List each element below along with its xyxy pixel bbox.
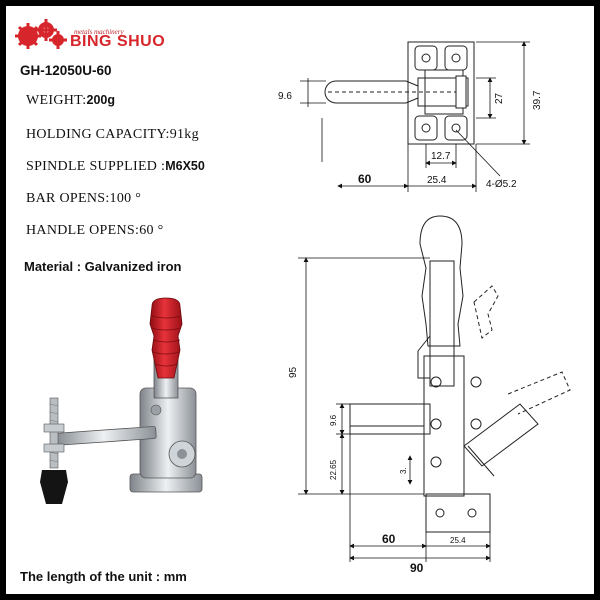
top-dim-holes: 4-Ø5.2 — [486, 179, 517, 190]
model-number: GH-12050U-60 — [20, 63, 112, 78]
side-dim-60: 60 — [382, 532, 396, 546]
top-view-dimensions — [300, 41, 530, 192]
top-view-drawing — [324, 41, 475, 145]
side-dim-95: 95 — [288, 366, 299, 378]
spec-spindle-label: SPINDLE SUPPLIED : — [26, 159, 166, 174]
gear-logo-icon — [15, 19, 67, 49]
spec-spindle: SPINDLE SUPPLIED :M6X50 — [26, 159, 205, 175]
spec-handle: HANDLE OPENS:60 ° — [26, 223, 164, 239]
top-dim-25-4: 25.4 — [427, 175, 447, 186]
spec-handle-value: 60 ° — [139, 223, 164, 238]
side-dim-22-65: 22.65 — [329, 459, 338, 480]
brand-tagline: metals machinery — [74, 28, 124, 36]
spec-weight-label: WEIGHT: — [26, 93, 87, 108]
spec-holding-label: HOLDING CAPACITY: — [26, 127, 170, 142]
top-dim-9-6: 9.6 — [278, 91, 292, 102]
side-view-dimensions — [298, 257, 491, 562]
spec-weight-value: 200g — [86, 93, 116, 107]
side-dim-90: 90 — [410, 561, 424, 575]
top-dim-12-7: 12.7 — [431, 151, 451, 162]
top-dim-27: 27 — [494, 92, 505, 104]
spec-spindle-value: M6X50 — [165, 159, 205, 173]
spec-bar-label: BAR OPENS: — [26, 191, 110, 206]
technical-drawing: 9.6 27 39.7 12.7 60 25.4 4-Ø5.2 — [40, 41, 571, 575]
spec-holding: HOLDING CAPACITY:91kg — [26, 127, 199, 143]
unit-note: The length of the unit : mm — [20, 569, 187, 584]
spec-weight: WEIGHT:200g — [26, 93, 115, 109]
side-view-drawing — [349, 215, 571, 533]
spec-bar: BAR OPENS:100 ° — [26, 191, 141, 207]
brand-logo: metals machinery BING SHUO — [14, 14, 214, 54]
material-label: Material : Galvanized iron — [24, 259, 182, 274]
top-dim-60: 60 — [358, 172, 372, 186]
side-dim-9-6: 9.6 — [329, 414, 338, 426]
top-dim-39-7: 39.7 — [532, 90, 543, 110]
product-sheet: metals machinery BING SHUO GH-12050U-60 … — [6, 6, 594, 594]
spec-handle-label: HANDLE OPENS: — [26, 223, 140, 238]
side-dim-3: 3. — [399, 467, 408, 474]
toggle-clamp-illustration — [40, 297, 203, 504]
brand-name: BING SHUO — [70, 33, 166, 50]
spec-bar-value: 100 ° — [109, 191, 142, 206]
spec-holding-value: 91kg — [169, 127, 199, 142]
side-dim-25-4: 25.4 — [450, 536, 466, 545]
